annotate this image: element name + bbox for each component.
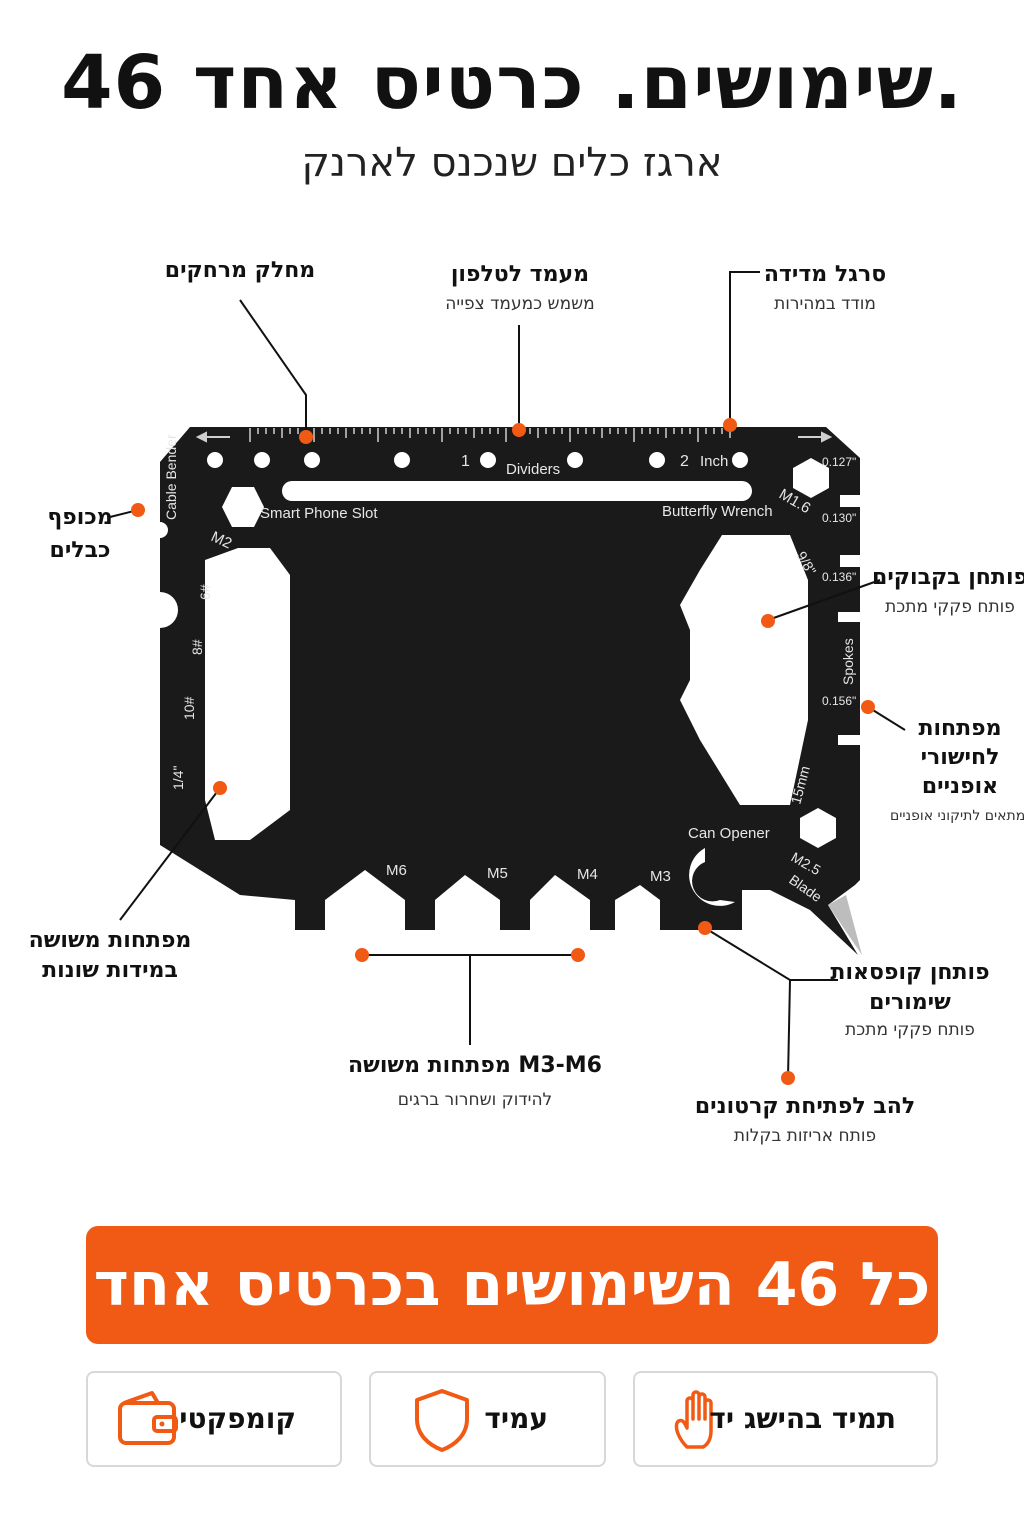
blade-tip: [828, 895, 862, 955]
callout-dots: [131, 418, 875, 1085]
right-opener-cutout: [680, 535, 808, 805]
callout-bottle-opener-sub: פותח פקקי מתכת: [885, 597, 1015, 617]
right-notches: [838, 495, 862, 745]
marking-m3: M3: [650, 868, 671, 885]
marking-8: 8#: [189, 639, 205, 655]
marking-smart-phone-slot: Smart Phone Slot: [260, 505, 378, 522]
feature-compact-label: קומפקטי: [179, 1402, 296, 1435]
hex-m2: [222, 487, 264, 527]
marking-butterfly-wrench: Butterfly Wrench: [662, 503, 773, 520]
callout-spoke-line3: אופניים: [921, 774, 999, 799]
marking-inch: Inch: [700, 453, 728, 470]
marking-m6: M6: [386, 862, 407, 879]
callout-ruler-sub: מודד במהירות: [774, 294, 876, 314]
feature-durable: עמיד: [369, 1371, 606, 1467]
marking-ruler-2: 2: [680, 453, 689, 470]
phone-slot: [282, 481, 752, 501]
marking-10: 10#: [181, 696, 197, 720]
callout-ruler-title: סרגל מדידה: [763, 262, 887, 287]
wallet-icon: [118, 1391, 178, 1445]
callout-can-opener-line2: שימורים: [869, 990, 951, 1015]
leader-lines: [109, 271, 906, 1079]
marking-0156: 0.156": [822, 694, 856, 708]
ruler-holes: [207, 452, 748, 468]
marking-m4: M4: [577, 866, 598, 883]
hand-icon: [674, 1390, 713, 1449]
marking-can-opener: Can Opener: [688, 825, 770, 842]
callout-bottle-opener-title: פותחן בקבוקים: [872, 565, 1024, 590]
marking-0130: 0.130": [822, 511, 856, 525]
marking-dividers: Dividers: [506, 461, 560, 478]
callout-dividers-title: מחלק מרחקים: [164, 258, 316, 283]
large-cutout: [385, 520, 652, 825]
hex-m25: [800, 808, 836, 848]
callout-spoke-line2: לחישורי: [920, 745, 1000, 770]
marking-0136: 0.136": [822, 570, 856, 584]
callout-various-wrench-line2: במידות שונות: [42, 958, 178, 983]
feature-handy: תמיד בהישג יד: [633, 1371, 938, 1467]
callout-blade-title: להב לפתיחת קרטונים: [694, 1094, 916, 1119]
page-title: 46 שימושים. כרטיס אחד.: [61, 40, 963, 126]
callout-can-opener-line1: פותחן קופסאות: [830, 960, 990, 985]
can-opener-hook: [689, 848, 735, 906]
left-notch: [142, 592, 178, 628]
ruler-ticks: [249, 428, 731, 442]
callout-various-wrench-line1: מפתחות משושה: [28, 928, 192, 953]
callout-hex-sub: להידוק ושחרור ברגים: [397, 1090, 553, 1110]
marking-6: 6#: [197, 584, 213, 600]
feature-handy-label: תמיד בהישג יד: [709, 1402, 896, 1435]
promo-banner: כל 46 השימושים בכרטיס אחד: [86, 1226, 938, 1344]
callout-can-opener-sub: פותח פקקי מתכת: [845, 1020, 975, 1040]
callout-blade-sub: פותח אריזות בקלות: [733, 1126, 877, 1146]
marking-14: 1/4": [170, 766, 186, 790]
marking-spokes: Spokes: [840, 638, 856, 685]
callout-spoke-line1: מפתחות: [918, 716, 1002, 741]
feature-durable-label: עמיד: [484, 1402, 548, 1435]
callout-phone-stand-sub: משמש כמעמד צפייה: [445, 294, 595, 314]
callout-cable-bender-line2: כבלים: [49, 538, 111, 563]
left-wrench-cutout: [205, 548, 290, 840]
marking-cable: Cable Bender: [163, 434, 179, 520]
marking-0127: 0.127": [822, 455, 856, 469]
hex-m16: [793, 458, 829, 498]
cable-bender-notch: [152, 522, 168, 538]
marking-ruler-1: 1: [461, 453, 470, 470]
feature-compact: קומפקטי: [86, 1371, 342, 1467]
page-subtitle: ארגז כלים שנכנס לארנק: [301, 140, 723, 186]
callout-hex-title: מפתחות משושה M3-M6: [348, 1053, 602, 1078]
callout-phone-stand-title: מעמד לטלפון: [450, 262, 590, 287]
shield-icon: [415, 1389, 469, 1452]
callout-cable-bender-line1: מכופף: [47, 505, 113, 530]
callout-spoke-sub: מתאים לתיקוני אופניים: [890, 808, 1024, 824]
marking-m5: M5: [487, 865, 508, 882]
card-cutouts: [142, 458, 836, 906]
